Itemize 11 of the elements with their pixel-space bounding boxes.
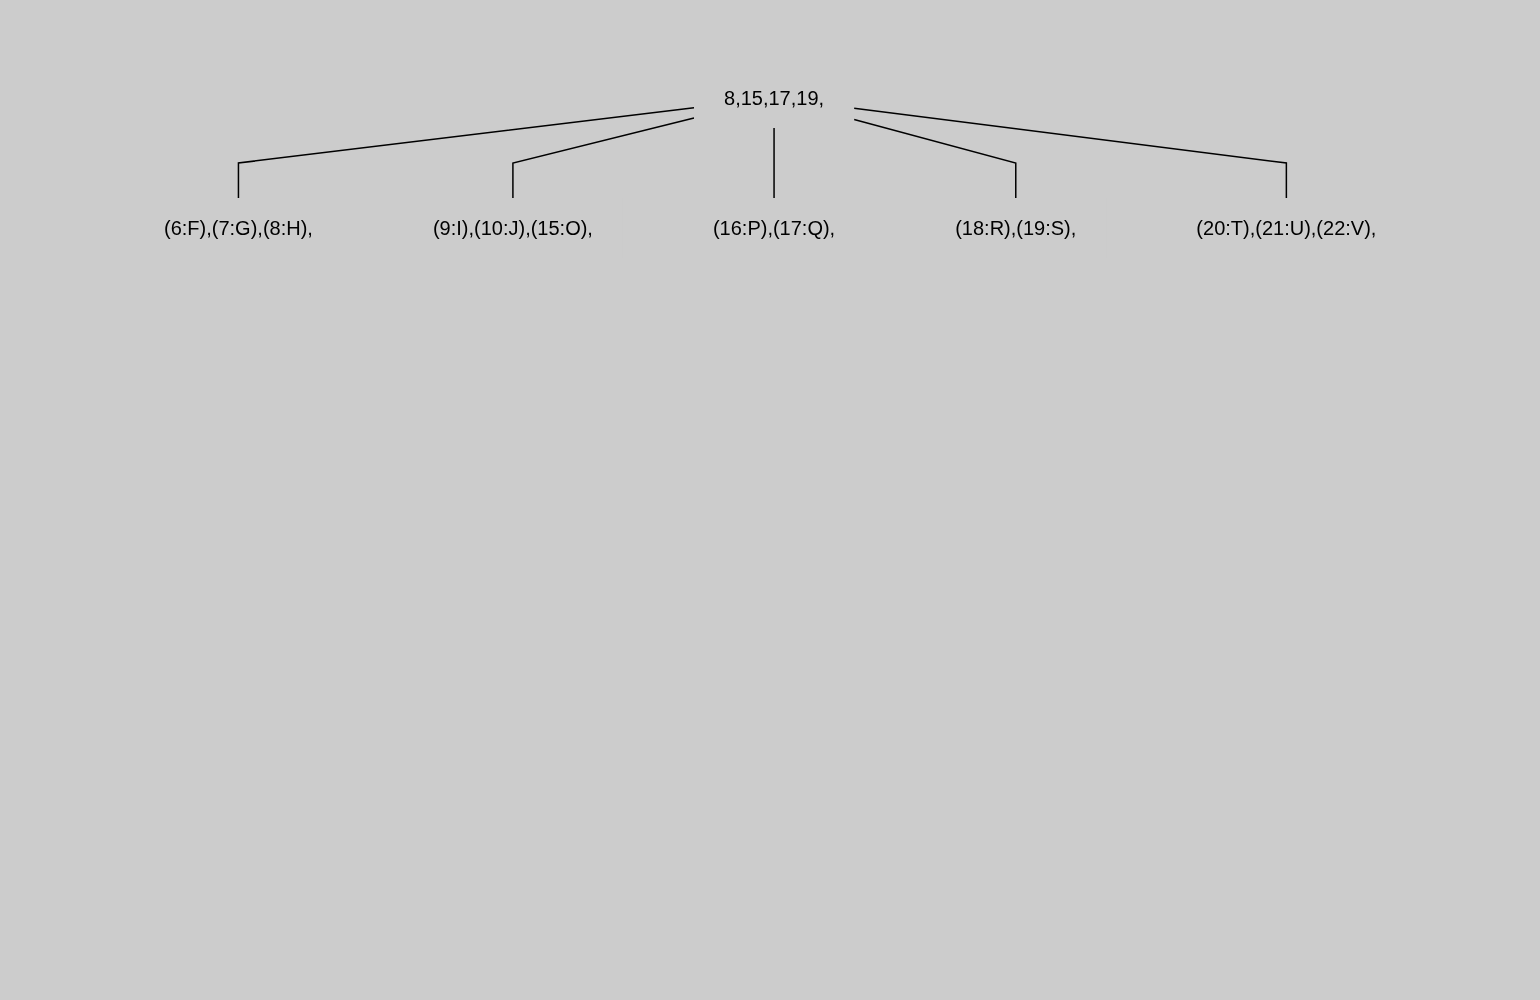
connector (853, 118, 1017, 199)
node-text: 8,15,17,19, (723, 87, 824, 109)
node-text: (18:R),(19:S), (954, 217, 1077, 239)
node-text: (9:I),(10:J),(15:O), (432, 217, 593, 239)
connector (773, 127, 775, 199)
connector (237, 106, 695, 199)
connector (853, 107, 1287, 199)
node-text: (6:F),(7:G),(8:H), (163, 217, 313, 239)
connector (511, 117, 695, 199)
node-text: (16:P),(17:Q), (712, 217, 835, 239)
node-text: (20:T),(21:U),(22:V), (1196, 217, 1377, 239)
